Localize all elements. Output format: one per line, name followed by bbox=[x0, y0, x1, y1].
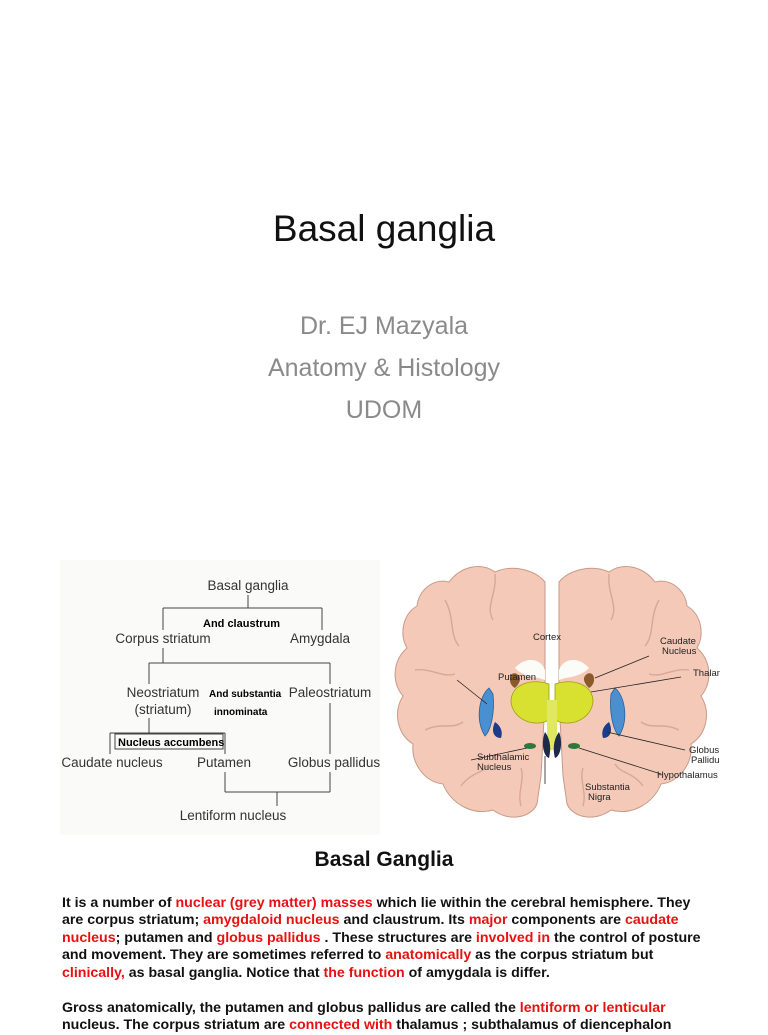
figure-row: Basal ganglia Corpus striatum Amygdala N… bbox=[60, 560, 735, 835]
fc-note-substantia-1: And substantia bbox=[209, 689, 282, 700]
department-name: Anatomy & Histology bbox=[267, 354, 501, 382]
globus-right bbox=[602, 722, 611, 738]
basal-ganglia-heading: Basal Ganglia bbox=[314, 848, 454, 871]
fc-note-substantia-2: innominata bbox=[214, 707, 268, 718]
label-caudate-1: Caudate bbox=[660, 636, 696, 647]
label-substantia-1: Substantia bbox=[585, 782, 631, 793]
label-cortex: Cortex bbox=[533, 632, 561, 643]
brain-coronal-section: Cortex Caudate Nucleus Thalamus Putamen … bbox=[385, 560, 735, 835]
label-thalamus: Thalamus bbox=[693, 668, 720, 679]
label-caudate-2: Nucleus bbox=[662, 646, 697, 657]
globus-left bbox=[493, 722, 502, 738]
thalamus-right bbox=[554, 681, 594, 724]
fc-amygdala: Amygdala bbox=[290, 631, 351, 646]
label-globus-2: Pallidus bbox=[691, 755, 720, 766]
institution-name: UDOM bbox=[345, 396, 423, 424]
fc-paleostriatum: Paleostriatum bbox=[289, 685, 372, 700]
paragraph-definition: It is a number of nuclear (grey matter) … bbox=[62, 895, 701, 981]
fc-striatum: (striatum) bbox=[135, 702, 192, 717]
basal-ganglia-flowchart: Basal ganglia Corpus striatum Amygdala N… bbox=[60, 560, 380, 835]
label-hypothalamus: Hypothalamus bbox=[657, 770, 718, 781]
fc-note-claustrum: And claustrum bbox=[203, 618, 280, 630]
slide-title: Basal ganglia bbox=[272, 208, 496, 249]
fc-nucleus-accumbens: Nucleus accumbens bbox=[118, 737, 224, 749]
label-subthalamic-1: Subthalamic bbox=[477, 752, 530, 763]
label-substantia-2: Nigra bbox=[588, 792, 611, 803]
paragraph-gross-anatomy: Gross anatomically, the putamen and glob… bbox=[62, 1000, 672, 1034]
fc-lentiform-nucleus: Lentiform nucleus bbox=[180, 808, 287, 823]
label-globus-1: Globus bbox=[689, 745, 719, 756]
thalamus-left bbox=[510, 681, 550, 724]
fc-caudate-nucleus: Caudate nucleus bbox=[61, 755, 163, 770]
left-hemisphere bbox=[394, 566, 546, 818]
substantia-nigra bbox=[542, 732, 562, 758]
right-hemisphere bbox=[558, 566, 710, 818]
caudate-right bbox=[583, 673, 595, 688]
author-name: Dr. EJ Mazyala bbox=[299, 312, 469, 340]
putamen-right bbox=[610, 687, 626, 737]
fc-globus-pallidus: Globus pallidus bbox=[288, 755, 380, 770]
fc-corpus-striatum: Corpus striatum bbox=[115, 631, 210, 646]
fc-root: Basal ganglia bbox=[207, 578, 289, 593]
subthalamic-left bbox=[524, 743, 536, 749]
fc-neostriatum: Neostriatum bbox=[127, 685, 200, 700]
fc-putamen: Putamen bbox=[197, 755, 251, 770]
label-subthalamic-2: Nucleus bbox=[477, 762, 512, 773]
caudate-left bbox=[509, 673, 521, 688]
title-slide: Basal ganglia Dr. EJ Mazyala Anatomy & H… bbox=[0, 0, 768, 500]
subthalamic-right bbox=[568, 743, 580, 749]
label-putamen: Putamen bbox=[498, 672, 536, 683]
